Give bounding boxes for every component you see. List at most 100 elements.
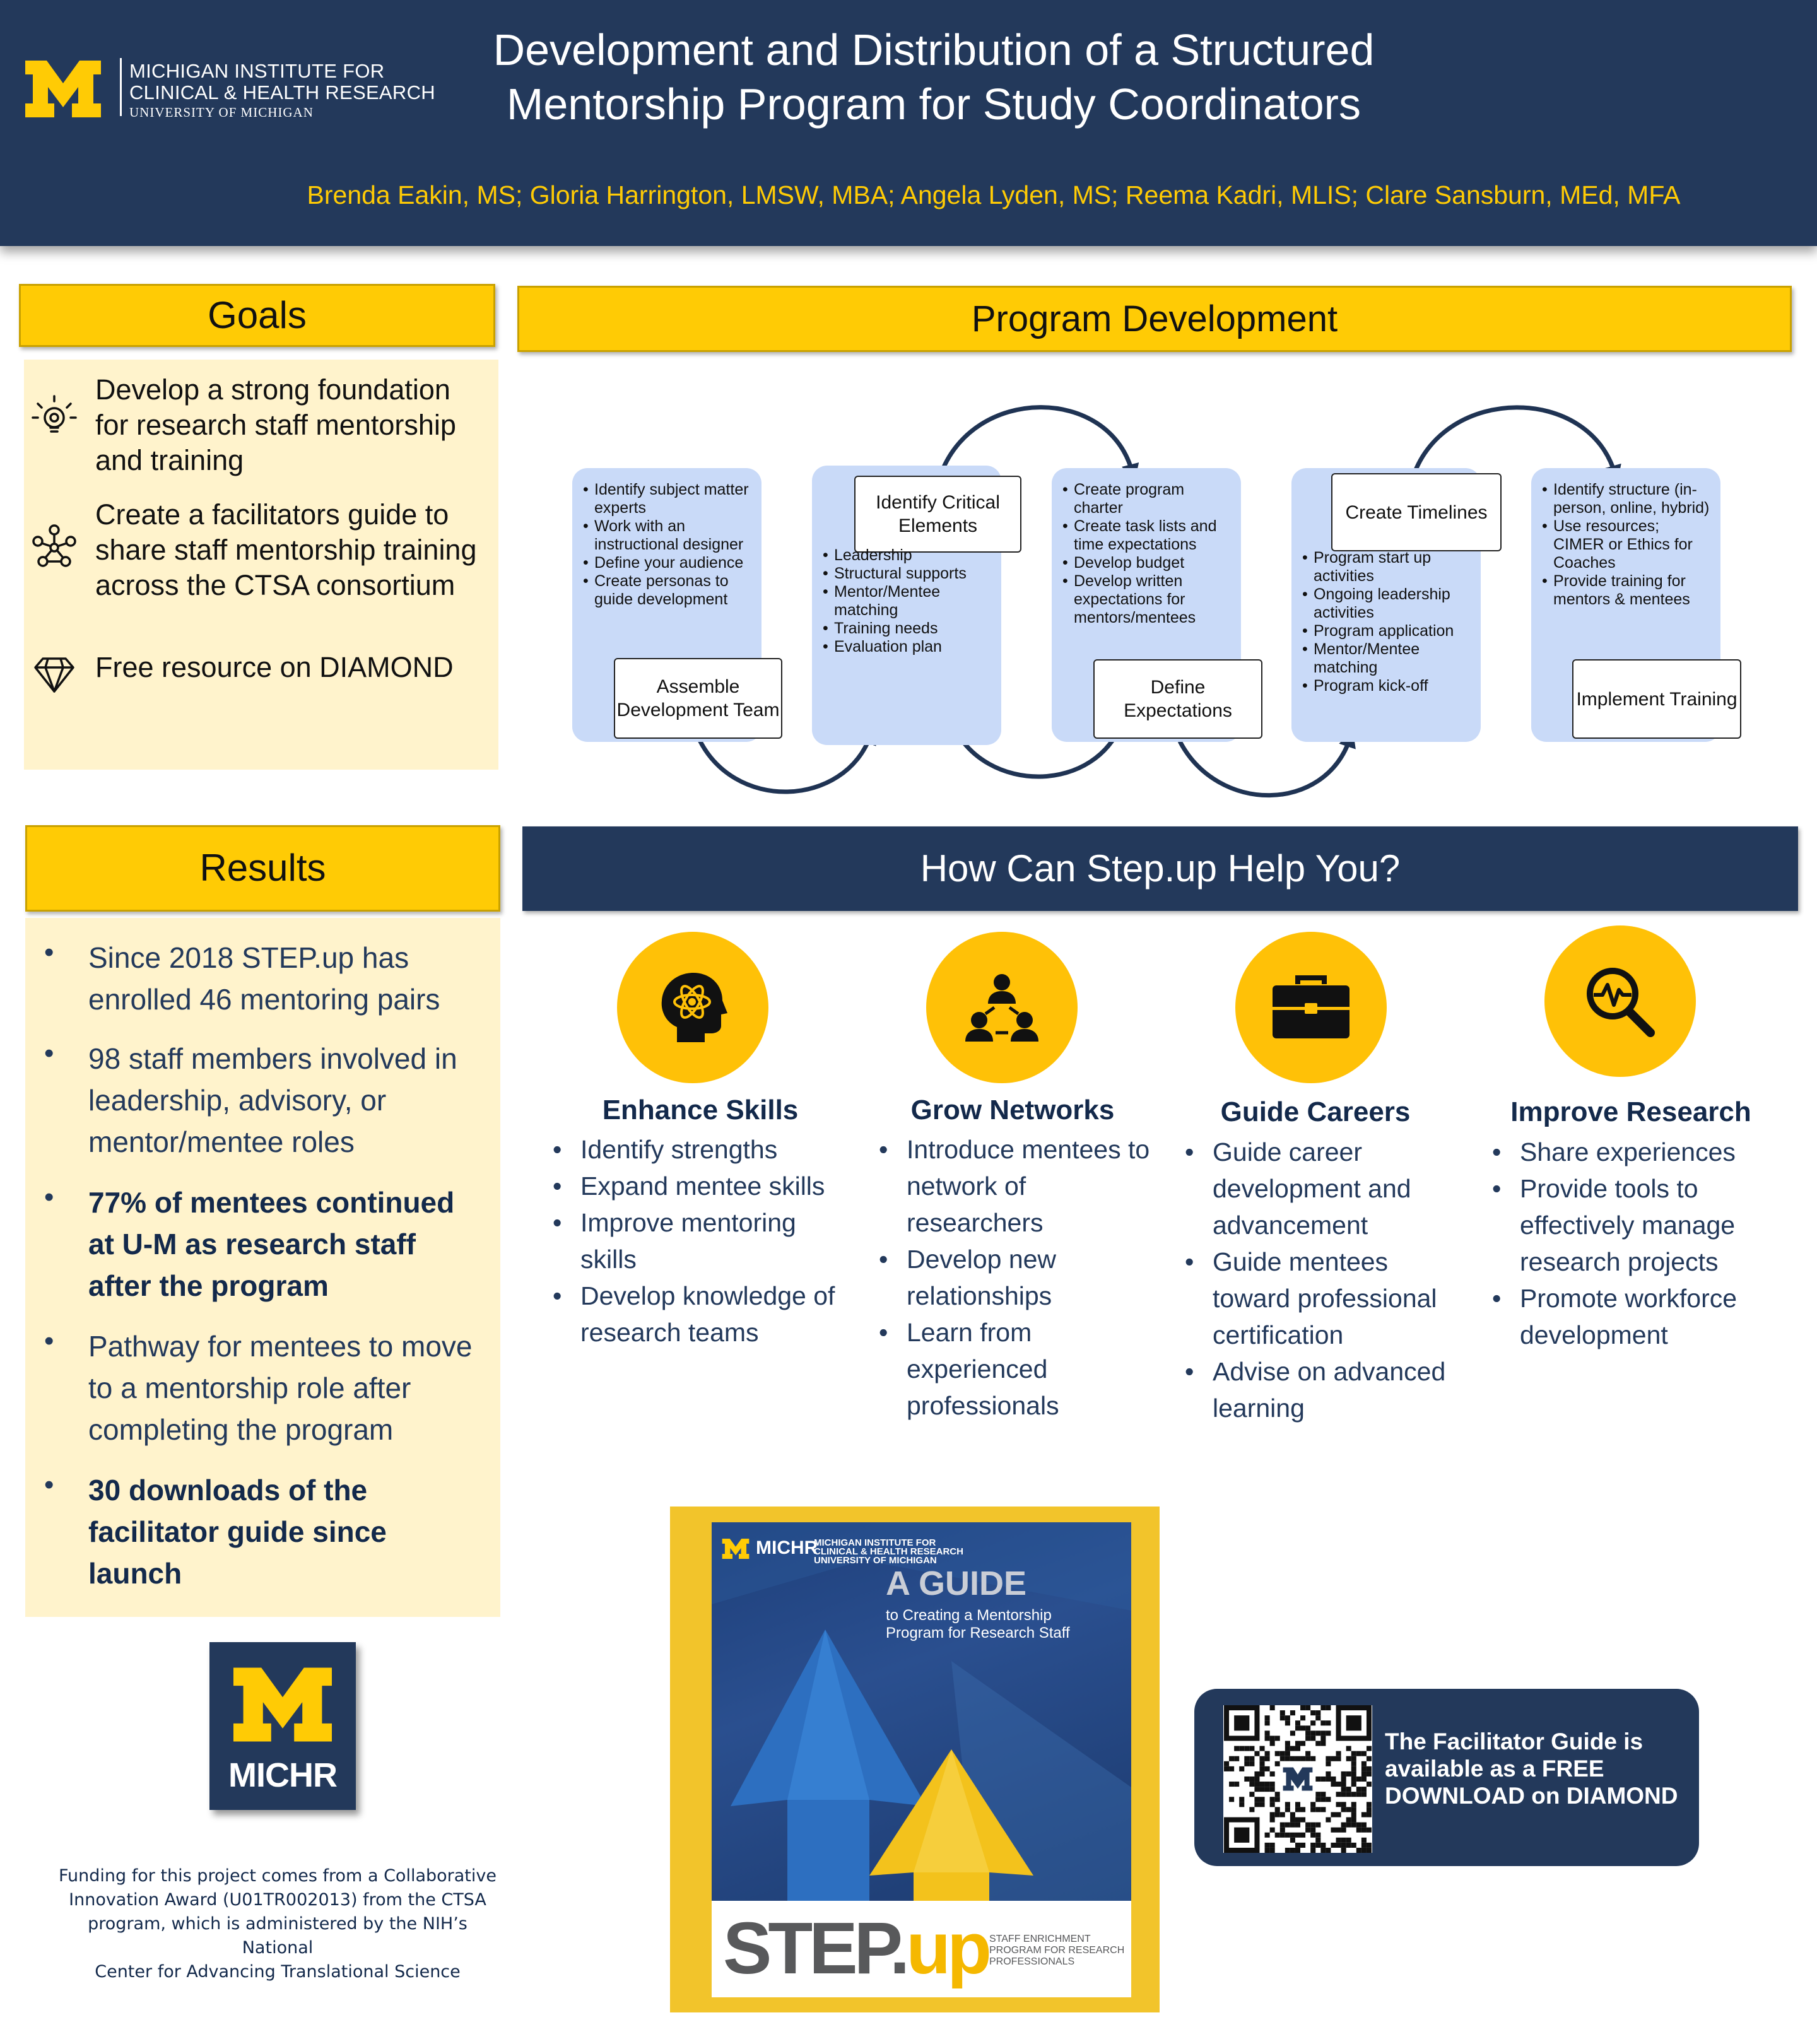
funding-line: Center for Advancing Translational Scien… <box>95 1962 461 1982</box>
goal-line: Free resource on DIAMOND <box>95 651 454 683</box>
result-line: at U-M as research staff <box>88 1228 416 1260</box>
funding-statement: Funding for this project comes from a Co… <box>50 1864 505 1984</box>
help-list: Share experiences Provide tools to effect… <box>1492 1134 1782 1353</box>
arrow-step4-to-step5 <box>1411 405 1621 483</box>
result-text: Pathway for mentees to move to a mentors… <box>88 1325 492 1450</box>
help-line: Develop new <box>907 1245 1057 1274</box>
institute-line-3: UNIVERSITY OF MICHIGAN <box>129 105 314 120</box>
step-bullet: Mentor/Mentee matching <box>1302 640 1473 677</box>
step-label-timelines: Create Timelines <box>1331 473 1502 551</box>
qr-callout[interactable]: The Facilitator Guide is available as a … <box>1194 1689 1699 1866</box>
step-bullet: Provide training for mentors & mentees <box>1542 572 1712 609</box>
qr-code-graphic <box>1224 1705 1372 1853</box>
cover-org-name: MICHIGAN INSTITUTE FOR CLINICAL & HEALTH… <box>814 1537 963 1565</box>
goals-panel: Develop a strong foundation for research… <box>24 360 498 770</box>
result-line: leadership, advisory, or <box>88 1084 387 1117</box>
qr-callout-line: available as a FREE <box>1385 1756 1604 1782</box>
help-line: development and <box>1213 1174 1411 1203</box>
help-line: skills <box>580 1245 637 1274</box>
arrow-step3-to-step4 <box>1177 729 1356 798</box>
result-line: 77% of mentees continued <box>88 1186 455 1219</box>
goal-line: and training <box>95 444 244 476</box>
step-bullet: Program start up activities <box>1302 549 1473 585</box>
briefcase-glyph <box>1273 975 1350 1038</box>
results-panel: • Since 2018 STEP.up has enrolled 46 men… <box>25 918 500 1617</box>
help-line: professionals <box>907 1391 1059 1420</box>
result-line: 98 staff members involved in <box>88 1042 457 1075</box>
authors: Brenda Eakin, MS; Gloria Harrington, LMS… <box>307 180 1681 209</box>
title-line-2: Mentorship Program for Study Coordinator… <box>507 79 1361 129</box>
result-line: launch <box>88 1557 182 1590</box>
cover-subtitle-line: to Creating a Mentorship <box>886 1607 1052 1624</box>
help-line: Guide career <box>1213 1137 1363 1166</box>
step-label-expectations: Define Expectations <box>1093 659 1262 739</box>
cover-block-m-icon <box>722 1539 750 1559</box>
people-network-glyph <box>965 974 1038 1042</box>
result-line: after the program <box>88 1269 329 1302</box>
title-line-1: Development and Distribution of a Struct… <box>493 25 1375 74</box>
step-bullet: Develop written expectations for mentors… <box>1062 572 1233 627</box>
goal-line: Create a facilitators guide to <box>95 498 449 531</box>
results-heading: Results <box>25 825 500 912</box>
help-title-enhance-skills: Enhance Skills <box>602 1095 799 1125</box>
result-text: 30 downloads of the facilitator guide si… <box>88 1469 492 1594</box>
cover-org-line: MICHIGAN INSTITUTE FOR <box>814 1537 936 1548</box>
step-up-tagline: STAFF ENRICHMENT PROGRAM FOR RESEARCH PR… <box>989 1934 1124 1968</box>
help-item: Identify strengths <box>553 1131 843 1168</box>
arrow-step1-to-step2 <box>695 726 876 794</box>
step-bullet: Work with an instructional designer <box>583 517 753 554</box>
result-line: 30 downloads of the <box>88 1474 368 1507</box>
result-line: facilitator guide since <box>88 1515 387 1548</box>
magnifier-pulse-glyph <box>1587 968 1655 1037</box>
help-item: Provide tools to effectively manage resear… <box>1492 1170 1782 1280</box>
result-line: Since 2018 STEP.up has <box>88 941 409 974</box>
step-bullet: Develop budget <box>1062 554 1233 572</box>
goals-heading: Goals <box>19 284 495 347</box>
network-icon <box>32 524 76 567</box>
guide-cover-footer: STEP.up STAFF ENRICHMENT PROGRAM FOR RES… <box>712 1901 1131 1997</box>
help-title-improve-research: Improve Research <box>1510 1096 1751 1127</box>
step-bullet: Structural supports <box>823 565 993 583</box>
help-heading: How Can Step.up Help You? <box>522 826 1798 911</box>
help-line: development <box>1520 1320 1668 1349</box>
institute-line-2: CLINICAL & HEALTH RESEARCH <box>129 81 435 103</box>
help-item: Share experiences <box>1492 1134 1782 1170</box>
qr-code-icon[interactable] <box>1223 1705 1372 1853</box>
briefcase-icon <box>1235 932 1387 1083</box>
goal-line: share staff mentorship training <box>95 534 477 566</box>
goal-text: Free resource on DIAMOND <box>95 650 454 685</box>
help-line: research projects <box>1520 1247 1719 1276</box>
step-text: STEP. <box>723 1907 910 1989</box>
help-line: Provide tools to <box>1520 1174 1698 1203</box>
result-line: to a mentorship role after <box>88 1371 411 1404</box>
funding-line: Innovation Award (U01TR002013) from the … <box>69 1890 486 1910</box>
result-text: 98 staff members involved in leadership,… <box>88 1038 492 1163</box>
step-bullets: Program start up activities Ongoing lead… <box>1302 549 1473 695</box>
step-bullet: Create task lists and time expectations <box>1062 517 1233 554</box>
michr-block-m-icon <box>233 1667 332 1742</box>
funding-line: program, which is administered by the NI… <box>88 1914 467 1958</box>
help-line: experienced <box>907 1354 1048 1383</box>
cover-org-line: CLINICAL & HEALTH RESEARCH <box>814 1546 963 1557</box>
bullet: • <box>44 1182 54 1213</box>
cover-title: A GUIDE <box>886 1565 1027 1602</box>
goal-line: Develop a strong foundation <box>95 373 450 406</box>
institute-line-1: MICHIGAN INSTITUTE FOR <box>129 60 385 82</box>
step-label-assemble: Assemble Development Team <box>614 658 782 739</box>
goal-line: for research staff mentorship <box>95 409 456 441</box>
help-line: effectively manage <box>1520 1211 1736 1240</box>
arrow-step2-to-step3 <box>938 405 1139 482</box>
help-item: Expand mentee skills <box>553 1168 843 1204</box>
step-bullet: Define your audience <box>583 554 753 572</box>
step-bullet: Program application <box>1302 622 1473 640</box>
program-development-heading: Program Development <box>517 286 1792 352</box>
qr-callout-text: The Facilitator Guide is available as a … <box>1385 1728 1688 1809</box>
bullet: • <box>44 1469 54 1500</box>
